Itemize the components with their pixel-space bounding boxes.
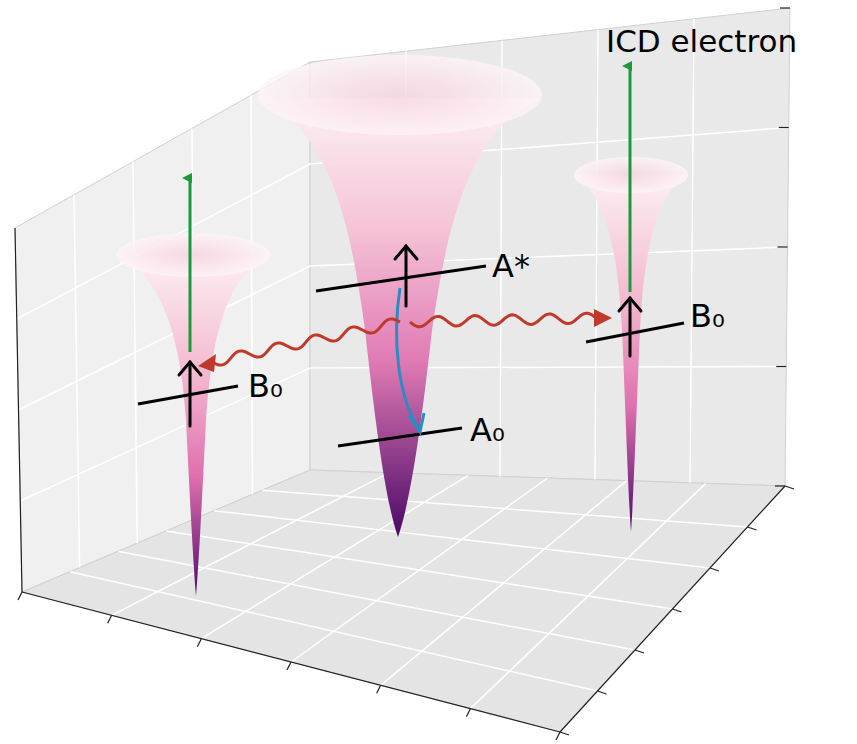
grid-line <box>560 732 569 735</box>
level-label: B₀ <box>690 300 725 332</box>
grid-line <box>775 485 785 486</box>
spin-arrows <box>179 246 641 426</box>
grid-line <box>785 486 794 489</box>
energy-transfer-wave <box>410 313 596 327</box>
grid-line <box>748 527 757 530</box>
grid-line <box>635 650 644 653</box>
axis-ticks <box>18 8 794 740</box>
grid-lines <box>17 19 789 709</box>
grid-line <box>780 7 790 8</box>
wave-arrowhead <box>594 309 612 327</box>
center-well <box>258 55 542 537</box>
grid-line <box>287 662 291 670</box>
axis-panes <box>15 8 790 732</box>
ejection-arrow <box>629 66 632 292</box>
grid-line <box>778 246 788 247</box>
grid-line <box>466 709 470 717</box>
grid-line <box>381 481 627 686</box>
grid-line <box>598 691 607 694</box>
relaxation-arrow <box>397 288 418 428</box>
energy-levels <box>138 266 684 446</box>
grid-line <box>470 483 705 708</box>
grid-line <box>197 639 201 647</box>
grid-line <box>710 568 719 571</box>
grid-line <box>18 592 22 600</box>
energy-transfer-wave <box>212 319 400 365</box>
grid-line <box>556 732 560 740</box>
grid-line <box>166 531 673 609</box>
grid-line <box>673 609 682 612</box>
level-label: B₀ <box>248 370 283 402</box>
grid-line <box>776 366 786 367</box>
ejection-arrow <box>189 178 192 352</box>
wave-arrowhead <box>198 354 216 372</box>
left-well <box>116 233 270 596</box>
electron-label: ICD electron <box>606 26 797 57</box>
grid-line <box>262 490 748 527</box>
grid-line <box>108 615 112 623</box>
relaxation-arrowhead <box>409 413 424 432</box>
level-label: A* <box>492 250 530 282</box>
level-label: A₀ <box>470 414 505 446</box>
grid-line <box>377 685 381 693</box>
grid-line <box>779 127 789 128</box>
